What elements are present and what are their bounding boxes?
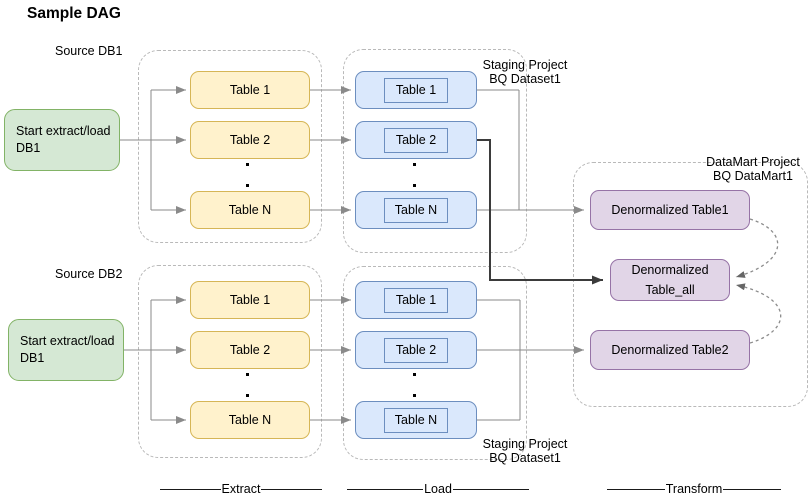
- table-chip: Table 2: [384, 127, 448, 153]
- stage-rule: [160, 488, 221, 490]
- ellipsis-dot: [413, 373, 416, 376]
- table-chip: Table N: [384, 407, 448, 433]
- denormalized-table2-node: Denormalized Table2: [590, 330, 750, 370]
- extract-table-node: Table 1: [190, 71, 310, 109]
- ellipsis-dot: [413, 184, 416, 187]
- denormalized-table1-node: Denormalized Table1: [590, 190, 750, 230]
- table-chip: Table 1: [384, 77, 448, 103]
- source-db2-label: Source DB2: [55, 267, 123, 281]
- load-table-node: Table 2: [355, 331, 477, 369]
- stage-label-extract: Extract: [160, 482, 322, 496]
- load-group-db2: [343, 266, 527, 460]
- load-table-node: Table N: [355, 191, 477, 229]
- datamart-label: DataMart Project BQ DataMart1: [706, 155, 800, 183]
- stage-rule: [261, 488, 322, 490]
- load-table-node: Table 1: [355, 281, 477, 319]
- source-db1-label: Source DB1: [55, 44, 123, 58]
- datamart-group: [573, 162, 808, 407]
- ellipsis-dot: [413, 394, 416, 397]
- table-chip: Table N: [384, 197, 448, 223]
- stage-rule: [607, 488, 665, 490]
- table-chip: Table 1: [384, 287, 448, 313]
- table-chip: Table 2: [384, 337, 448, 363]
- page-title: Sample DAG: [27, 5, 121, 22]
- extract-table-node: Table 1: [190, 281, 310, 319]
- stage-rule: [347, 488, 424, 490]
- stage-rule: [452, 488, 529, 490]
- ellipsis-dot: [246, 373, 249, 376]
- ellipsis-dot: [246, 163, 249, 166]
- ellipsis-dot: [413, 163, 416, 166]
- ellipsis-dot: [246, 184, 249, 187]
- staging-label-top: Staging Project BQ Dataset1: [482, 58, 568, 86]
- stage-label-transform: Transform: [607, 482, 781, 496]
- stage-rule: [723, 488, 781, 490]
- extract-table-node: Table N: [190, 401, 310, 439]
- stage-label-load: Load: [347, 482, 529, 496]
- load-table-node: Table 2: [355, 121, 477, 159]
- start-node-db2: Start extract/load DB1: [8, 319, 124, 381]
- extract-table-node: Table 2: [190, 121, 310, 159]
- load-table-node: Table 1: [355, 71, 477, 109]
- extract-table-node: Table N: [190, 191, 310, 229]
- start-node-db1: Start extract/load DB1: [4, 109, 120, 171]
- load-table-node: Table N: [355, 401, 477, 439]
- extract-table-node: Table 2: [190, 331, 310, 369]
- ellipsis-dot: [246, 394, 249, 397]
- staging-label-bottom: Staging Project BQ Dataset1: [482, 437, 568, 465]
- denormalized-table-all-node: Denormalized Table_all: [610, 259, 730, 301]
